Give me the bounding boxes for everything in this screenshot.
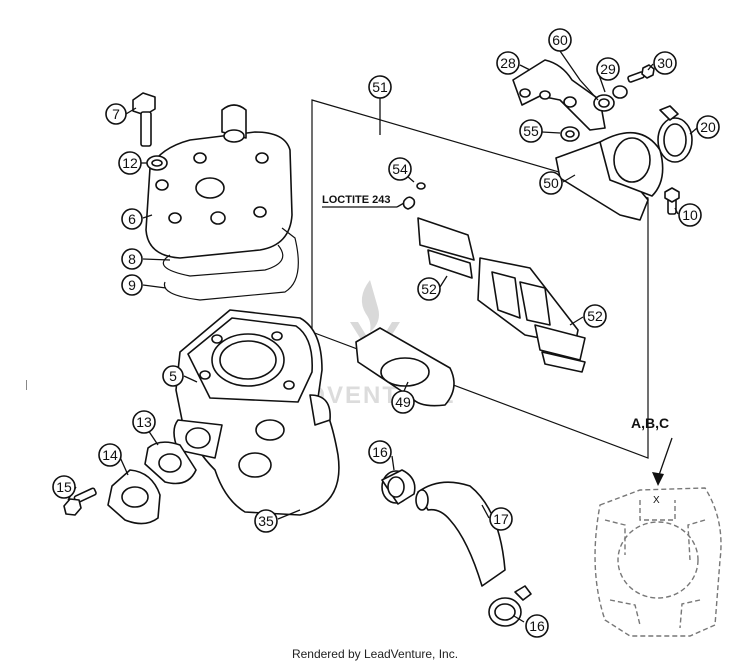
svg-text:55: 55 — [523, 123, 539, 139]
reed-block — [477, 257, 586, 373]
callout-16-upper: 16 — [368, 440, 392, 464]
svg-text:12: 12 — [122, 155, 138, 171]
callout-30: 30 — [653, 51, 677, 75]
view-mark: X — [653, 495, 660, 506]
callout-20: 20 — [696, 115, 720, 139]
washer-55 — [560, 126, 580, 142]
intake-gasket — [144, 441, 197, 485]
flange-bolt — [63, 487, 97, 516]
svg-text:29: 29 — [600, 61, 616, 77]
svg-text:7: 7 — [112, 106, 120, 122]
intake-flange — [107, 469, 161, 525]
svg-text:10: 10 — [682, 207, 698, 223]
svg-text:16: 16 — [529, 618, 545, 634]
svg-text:13: 13 — [136, 414, 152, 430]
loctite-screw — [402, 182, 426, 210]
svg-text:60: 60 — [552, 32, 568, 48]
callout-10: 10 — [678, 203, 702, 227]
callout-55: 55 — [519, 119, 543, 143]
svg-text:28: 28 — [500, 55, 516, 71]
cylinder — [173, 309, 340, 516]
callout-5: 5 — [162, 365, 184, 387]
loctite-label: LOCTITE 243 — [322, 194, 390, 206]
reed-valve-panel — [311, 99, 649, 459]
view-sketch — [594, 487, 722, 637]
svg-text:54: 54 — [392, 161, 408, 177]
svg-text:51: 51 — [372, 79, 388, 95]
callout-29: 29 — [596, 57, 620, 81]
callout-17: 17 — [489, 507, 513, 531]
svg-text:5: 5 — [169, 368, 177, 384]
svg-text:35: 35 — [258, 513, 274, 529]
svg-text:49: 49 — [395, 394, 411, 410]
svg-text:6: 6 — [128, 211, 136, 227]
callout-13: 13 — [132, 410, 156, 434]
callout-51: 51 — [368, 75, 392, 99]
callout-8: 8 — [121, 248, 143, 270]
bearing-16-lower — [488, 585, 532, 627]
callout-7: 7 — [105, 103, 127, 125]
callout-54: 54 — [388, 157, 412, 181]
head-bolt — [132, 92, 156, 147]
callout-60: 60 — [548, 28, 572, 52]
hose-clamp-20 — [657, 105, 693, 163]
callout-35: 35 — [254, 509, 278, 533]
callout-28: 28 — [496, 51, 520, 75]
callout-49: 49 — [391, 390, 415, 414]
callout-15: 15 — [52, 475, 76, 499]
svg-text:9: 9 — [128, 277, 136, 293]
svg-text:14: 14 — [102, 447, 118, 463]
head-o-ring-9 — [163, 227, 299, 301]
washer — [146, 155, 168, 171]
bearing-16-upper — [381, 469, 416, 505]
coolant-hose — [415, 481, 506, 587]
manifold-bolt — [664, 187, 680, 215]
svg-text:20: 20 — [700, 119, 716, 135]
svg-text:52: 52 — [587, 308, 603, 324]
svg-text:16: 16 — [372, 444, 388, 460]
callout-6: 6 — [121, 208, 143, 230]
svg-text:17: 17 — [493, 511, 509, 527]
callout-16-lower: 16 — [525, 614, 549, 638]
head-o-ring-8 — [162, 244, 284, 277]
callout-9: 9 — [121, 274, 143, 296]
cylinder-head — [145, 104, 293, 259]
callout-12: 12 — [118, 151, 142, 175]
manifold-bracket — [512, 59, 606, 131]
callout-50: 50 — [539, 171, 563, 195]
footer-credit: Rendered by LeadVenture, Inc. — [291, 647, 459, 661]
view-arrow — [652, 437, 673, 486]
reed-petal-upper — [417, 217, 475, 279]
view-label: A,B,C — [631, 415, 669, 431]
bracket-bolt — [627, 64, 655, 83]
svg-text:8: 8 — [128, 251, 136, 267]
callout-52-upper: 52 — [417, 277, 441, 301]
svg-text:50: 50 — [543, 175, 559, 191]
callout-14: 14 — [98, 443, 122, 467]
svg-text:15: 15 — [56, 479, 72, 495]
svg-text:52: 52 — [421, 281, 437, 297]
stray-mark — [26, 380, 27, 390]
leader-lines — [67, 50, 698, 623]
loctite-leader — [396, 202, 405, 208]
svg-text:30: 30 — [657, 55, 673, 71]
bushing — [593, 85, 628, 112]
callout-52-lower: 52 — [583, 304, 607, 328]
